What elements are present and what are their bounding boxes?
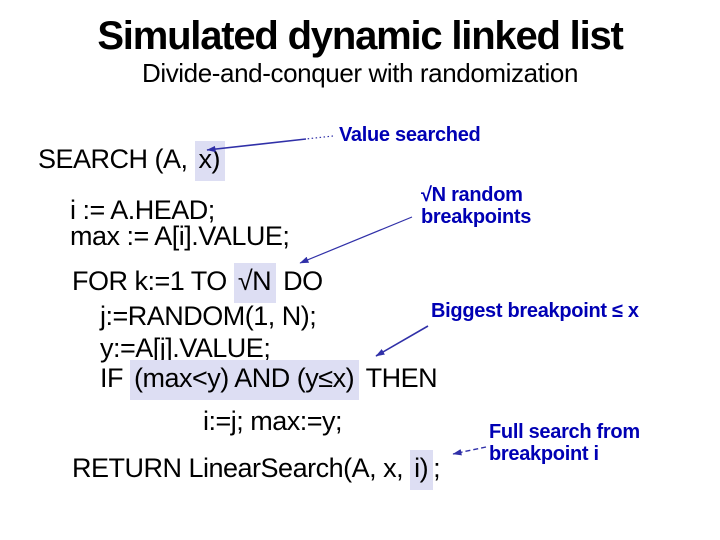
annotation-line: breakpoints bbox=[421, 206, 532, 228]
code-text: IF bbox=[100, 363, 130, 393]
code-highlight-condition: (max<y) AND (y≤x) bbox=[130, 360, 360, 400]
code-line-return: RETURN LinearSearch(A, x, i); bbox=[72, 450, 441, 490]
code-text: ; bbox=[433, 453, 441, 483]
code-text: FOR k:=1 TO bbox=[72, 266, 234, 296]
code-line-value: y:=A[j].VALUE; bbox=[100, 333, 271, 363]
page-subtitle: Divide-and-conquer with randomization bbox=[141, 58, 579, 88]
code-highlight-breakpoint-i: i) bbox=[410, 450, 434, 490]
code-highlight-value-searched: x) bbox=[194, 141, 226, 181]
code-text: RETURN LinearSearch(A, x, bbox=[72, 453, 411, 483]
page-title: Simulated dynamic linked list bbox=[97, 14, 624, 58]
code-highlight-sqrt-n: √N bbox=[233, 263, 277, 303]
annotation-line: Full search from bbox=[489, 421, 640, 443]
code-text: DO bbox=[276, 266, 323, 296]
code-text: THEN bbox=[359, 363, 438, 393]
annotation-line: √N random bbox=[421, 184, 523, 206]
code-line-random: j:=RANDOM(1, N); bbox=[100, 301, 317, 331]
code-text: SEARCH (A, bbox=[38, 144, 195, 174]
code-line-init-max: max := A[i].VALUE; bbox=[70, 221, 290, 251]
code-line-assign: i:=j; max:=y; bbox=[203, 406, 343, 436]
code-line-init-head: i := A.HEAD; bbox=[70, 195, 215, 225]
annotation-biggest-breakpoint: Biggest breakpoint ≤ x bbox=[431, 300, 639, 322]
code-line-if: IF (max<y) AND (y≤x) THEN bbox=[100, 360, 438, 400]
code-line-for: FOR k:=1 TO √N DO bbox=[72, 263, 323, 303]
arrow-value-searched-icon bbox=[206, 135, 334, 153]
annotation-line: breakpoint i bbox=[489, 443, 599, 465]
arrow-full-search-icon bbox=[452, 446, 487, 456]
arrow-biggest-breakpoint-icon bbox=[375, 325, 429, 357]
arrow-sqrt-breakpoints-icon bbox=[299, 216, 413, 264]
annotation-value-searched: Value searched bbox=[339, 124, 481, 146]
code-line-search: SEARCH (A, x) bbox=[38, 141, 226, 181]
